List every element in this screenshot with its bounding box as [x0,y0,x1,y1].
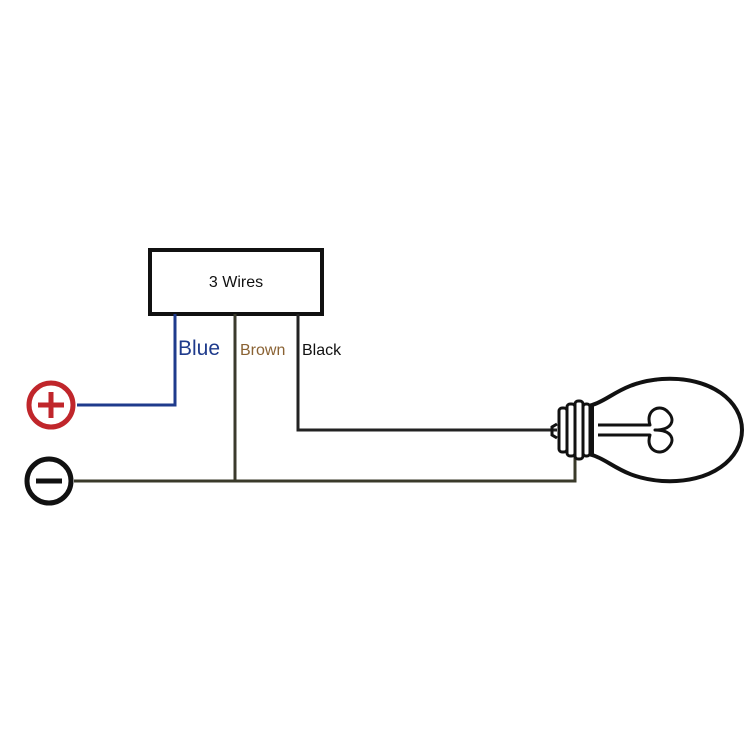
wire-label-blue: Blue [178,337,220,360]
sensor-box: 3 Wires [148,248,324,316]
sensor-label: 3 Wires [209,274,263,291]
blue-wire [77,314,177,407]
wire-label-black: Black [302,342,342,359]
ground-wire [74,445,577,483]
wire-label-brown: Brown [240,342,285,359]
plus-terminal-icon [26,380,76,430]
minus-terminal-icon [24,456,74,506]
black-wire [296,314,557,432]
light-bulb-icon [550,376,745,484]
